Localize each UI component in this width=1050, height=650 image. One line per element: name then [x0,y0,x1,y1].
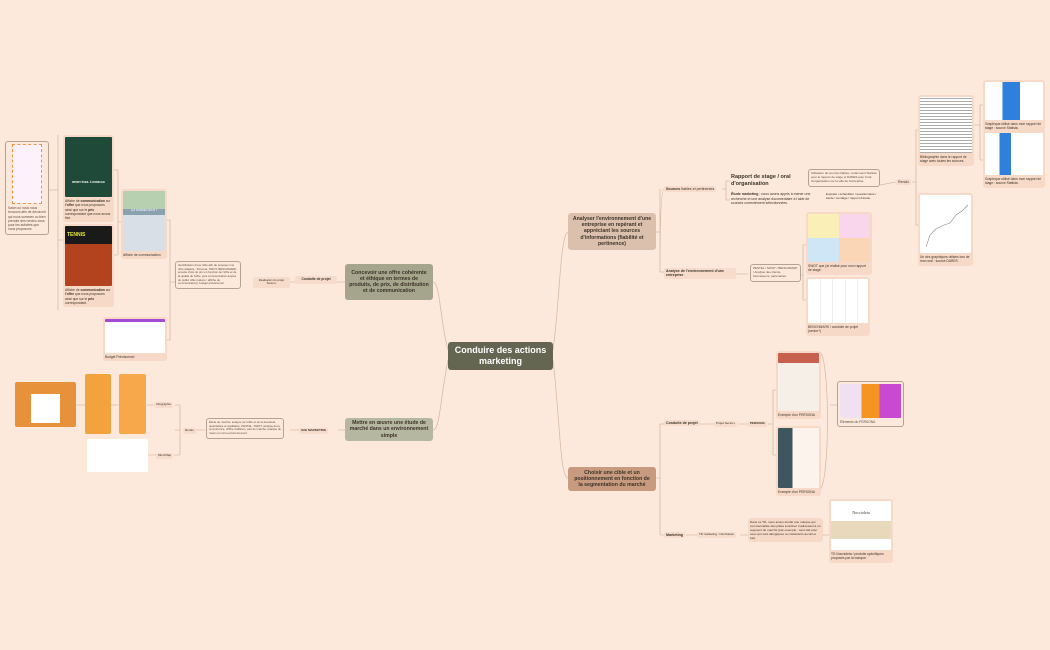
swot-image [808,214,870,262]
noccioleta-image: Noccioleta [831,501,891,550]
budget-card[interactable]: Budget Prévisionnel [103,317,167,362]
infographie-image-2[interactable] [85,374,111,434]
subtopic-conduite-projet[interactable]: Conduite de projet [664,420,700,427]
biblio-caption: Bibliographie dans le rapport de stage a… [920,155,967,164]
salon-image [12,144,42,204]
benchmark-caption: BENCHMARK / conduite de projet (senior+) [808,325,859,334]
topic-concevoir-label: Concevoir une offre cohérente et éthique… [349,269,429,295]
dares-line-chart-image [920,195,971,253]
graph2-image [985,133,1043,175]
sources-bold: Sources [666,187,681,191]
topic-choisir-label: Choisir une cible et un positionnement e… [574,469,650,489]
rapport-stage-topic[interactable]: Rapport de stage / oral d'organisation [731,174,791,187]
persona2-image [778,428,819,488]
td-note: Dans ce TD, nous avons étudié une marque… [748,518,823,543]
noccioleta-logo: Noccioleta [852,510,870,515]
affiche1-card[interactable]: SPORT ÉVEIL À DOMICILE Affiche de commun… [63,135,114,223]
topic-analyser-label: Analyser l'environnement d'une entrepris… [572,215,652,247]
etude-rest: : nous avons appris à mener une recherch… [731,192,811,206]
concevoir-note: Identification d'une cible afin de propo… [175,261,241,289]
affiche2-caption: Affiche de communication sur l'offre que… [65,288,111,305]
topic-concevoir[interactable]: Concevoir une offre cohérente et éthique… [345,264,433,300]
graph2-card[interactable]: Graphique utilisé dans mon rapport de st… [983,131,1045,188]
topic-mettre-label: Mettre en œuvre une étude de marché dans… [349,420,429,439]
sae-marketing-label[interactable]: SAE MARKETING [299,428,329,434]
benchmark-card[interactable]: BENCHMARK / conduite de projet (senior+) [806,277,870,336]
elements-persona-caption: Éléments du PERSONA [840,420,876,424]
etude-note: Enquête / échantillon / questionnaire / … [826,192,877,200]
realisation-projet-label[interactable]: Réalisation du projet Senior+ [253,277,290,288]
persona1-card[interactable]: Exemple d'un PERSONA [776,351,821,420]
biblio-card[interactable]: Bibliographie dans le rapport de stage a… [918,95,974,166]
swot-card[interactable]: SWOT que j'ai réalisé pour mon rapport d… [806,212,872,275]
budget-image [105,319,165,353]
topic-analyser[interactable]: Analyser l'environnement d'une entrepris… [568,213,656,250]
etude-bold: Étude marketing [731,192,759,196]
elements-persona-card[interactable]: Éléments du PERSONA [837,381,904,428]
affiche-comm-image: QUI SOMMES-NOUS ? [123,191,165,251]
persona-label[interactable]: PERSONA [748,421,767,427]
budget-caption: Budget Prévisionnel [105,355,135,359]
graph1-card[interactable]: Graphique utilisé dans mon rapport de st… [983,80,1045,133]
analyse-note: PESTEL / SWOT / BENCHMARK / Analyse des … [750,264,801,282]
subtopic-analyse-env[interactable]: Analyse de l'environnement d'une entrepr… [664,268,736,279]
noccioleta-caption: TD Noccioleta / produits spécifiques pro… [831,552,884,561]
mindmap-label[interactable]: Mind Map [156,453,174,459]
central-topic-label: Conduire des actions marketing [454,345,547,366]
noccioleta-card[interactable]: Noccioleta TD Noccioleta / produits spéc… [829,499,893,563]
infographie-image-1[interactable] [15,382,76,427]
graph1-caption: Graphique utilisé dans mon rapport de st… [985,122,1042,131]
rendu-label[interactable]: Rendu [896,179,911,186]
affiche-comm-caption: Affiche de communication [123,253,161,257]
persona1-caption: Exemple d'un PERSONA [778,413,815,417]
affiche1-image: SPORT ÉVEIL À DOMICILE [65,137,112,197]
salon-caption: Salon où nous nous trouvons afin de déco… [8,206,46,232]
rapport-note: Utilisation de sources fiables, notammen… [808,169,880,187]
central-topic[interactable]: Conduire des actions marketing [448,342,553,370]
dares-card[interactable]: Un des graphiques utilisés lors de mon o… [918,193,973,266]
mettre-note: Étude de marché, analyse de l'offre et d… [206,418,284,439]
topic-mettre[interactable]: Mettre en œuvre une étude de marché dans… [345,418,433,441]
benchmark-table-image [808,279,868,323]
dares-caption: Un des graphiques utilisés lors de mon o… [920,255,970,264]
infographie-image-3[interactable] [119,374,146,434]
persona2-caption: Exemple d'un PERSONA [778,490,815,494]
persona2-card[interactable]: Exemple d'un PERSONA [776,426,821,497]
sources-rest: fiables et pertinentes [680,187,715,191]
salon-card[interactable]: Salon où nous nous trouvons afin de déco… [5,141,49,235]
subtopic-sources[interactable]: Sources fiables et pertinentes [664,186,717,193]
projet-senior-label[interactable]: Projet Senior+ [714,421,738,427]
mindmap-image[interactable] [87,439,148,472]
affiche2-image: TENNIS [65,226,112,286]
persona1-image [778,353,819,411]
infographie-label[interactable]: Infographie [154,402,174,408]
subtopic-marketing[interactable]: Marketing [664,532,685,539]
rendu-left-label[interactable]: Rendu [183,428,196,434]
graph1-image [985,82,1043,120]
subtopic-conduite-projet-left[interactable]: Conduite de projet [295,276,337,284]
affiche1-caption: Affiche de communication sur l'offre que… [65,199,111,221]
affiche-comm-card[interactable]: QUI SOMMES-NOUS ? Affiche de communicati… [121,189,167,260]
td-marketing-label[interactable]: TD marketing : Noccioleta [697,532,736,538]
etude-marketing-topic[interactable]: Étude marketing : nous avons appris à me… [731,192,817,206]
topic-choisir[interactable]: Choisir une cible et un positionnement e… [568,467,656,491]
biblio-image [920,97,972,153]
elements-persona-image [840,384,901,418]
affiche2-card[interactable]: TENNIS Affiche de communication sur l'of… [63,224,114,308]
swot-caption: SWOT que j'ai réalisé pour mon rapport d… [808,264,866,273]
graph2-caption: Graphique utilisé dans mon rapport de st… [985,177,1042,186]
